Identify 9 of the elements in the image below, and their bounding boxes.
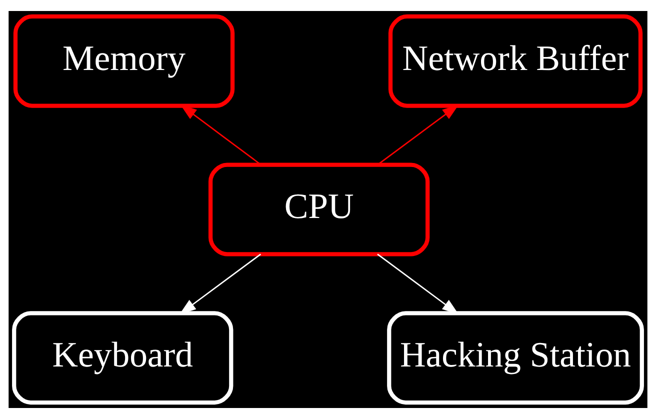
arrow xyxy=(377,254,459,314)
node-box: Network Buffer xyxy=(388,14,643,108)
node-box: Keyboard xyxy=(12,311,234,405)
arrow xyxy=(179,254,262,314)
node-box: CPU xyxy=(208,162,430,256)
node-box: Memory xyxy=(13,14,235,108)
arrow xyxy=(377,104,459,166)
arrow xyxy=(180,104,262,166)
node-box: Hacking Station xyxy=(387,311,644,405)
